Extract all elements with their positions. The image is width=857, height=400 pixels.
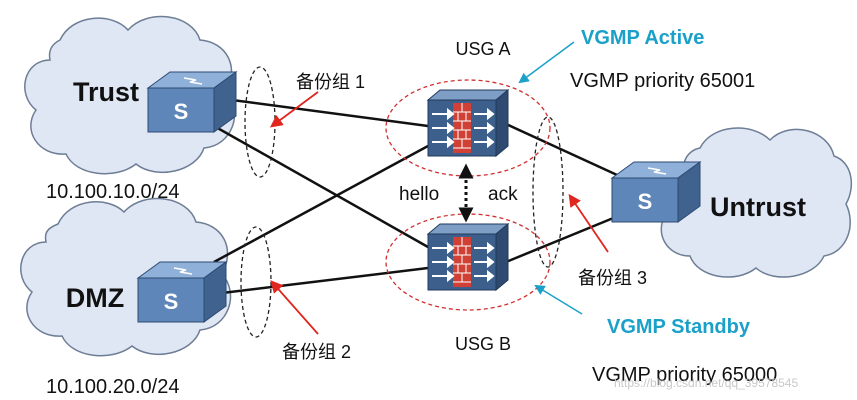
trust-switch-label: S <box>174 99 189 124</box>
trust-zone-label: Trust <box>73 77 139 107</box>
link-usga-untrust <box>505 122 629 182</box>
usga-firewall-icon <box>426 88 510 158</box>
trust-cloud <box>24 15 236 175</box>
backup-group-2-ellipse <box>240 226 272 338</box>
link-trust-usga <box>231 98 429 128</box>
link-usgb-untrust <box>505 210 629 264</box>
backup-group-2-arrow <box>270 280 319 335</box>
link-trust-usgb <box>213 124 429 249</box>
vgmp-active-priority-label: VGMP priority 65001 <box>570 70 755 92</box>
untrust-zone-label: Untrust <box>710 192 806 222</box>
dmz-switch: S <box>136 261 228 323</box>
hello-label: hello <box>399 184 439 205</box>
dmz-subnet-label: 10.100.20.0/24 <box>46 376 179 398</box>
backup-group-1-label: 备份组 1 <box>296 72 365 92</box>
vgmp-standby-arrow <box>534 284 583 315</box>
trust-subnet-label: 10.100.10.0/24 <box>46 181 179 203</box>
backup-group-2-label: 备份组 2 <box>282 342 351 362</box>
backup-group-1-arrow <box>269 91 319 128</box>
vgmp-standby-priority-label: VGMP priority 65000 <box>592 364 777 386</box>
vgmp-standby-label: VGMP Standby <box>607 316 751 338</box>
untrust-switch-label: S <box>638 189 653 214</box>
trust-switch: S <box>146 71 238 133</box>
backup-group-3-arrow <box>568 193 609 253</box>
usga-label: USG A <box>455 39 510 59</box>
dmz-switch-label: S <box>164 289 179 314</box>
vgmp-active-label: VGMP Active <box>581 27 704 49</box>
backup-group-1-ellipse <box>244 66 276 178</box>
vgmp-active-arrow <box>518 41 575 84</box>
ack-label: ack <box>488 184 518 205</box>
usga-highlight-ellipse <box>385 79 551 177</box>
watermark-text: https://blog.csdn.net/qq_39578545 <box>614 376 798 390</box>
link-dmz-usgb <box>213 266 429 296</box>
dmz-zone-label: DMZ <box>66 283 124 313</box>
untrust-switch: S <box>610 161 702 223</box>
link-lines <box>213 98 629 296</box>
usgb-label: USG B <box>455 334 511 354</box>
link-dmz-usga <box>213 144 429 264</box>
backup-group-3-label: 备份组 3 <box>578 268 647 288</box>
backup-group-3-ellipse <box>532 116 564 268</box>
usgb-firewall-icon <box>426 222 510 292</box>
